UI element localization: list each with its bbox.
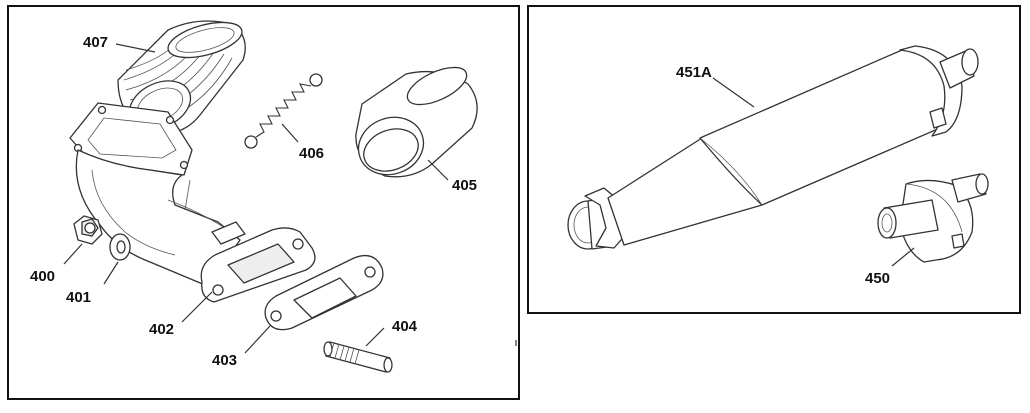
leader-406 (281, 123, 299, 143)
part-406-spring (244, 73, 323, 149)
part-407-flex-hose (117, 20, 246, 134)
part-403-gasket (264, 254, 384, 331)
label-400: 400 (30, 268, 55, 285)
leader-407 (115, 43, 156, 53)
part-450-end-cap (877, 173, 989, 263)
left-panel: 407 402 (7, 5, 520, 400)
label-403: 403 (212, 352, 237, 369)
leader-402 (181, 291, 213, 323)
part-404-stud (323, 341, 393, 373)
part-405-screen-cylinder (355, 66, 478, 178)
part-401-washer (109, 233, 131, 261)
label-406: 406 (299, 145, 324, 162)
label-407: 407 (83, 34, 108, 51)
leader-451a (712, 77, 755, 108)
label-450: 450 (865, 270, 890, 287)
label-404: 404 (392, 318, 418, 335)
label-405: 405 (452, 177, 477, 194)
label-451a: 451A (676, 64, 712, 81)
label-402: 402 (149, 321, 174, 338)
part-402-manifold (69, 102, 316, 303)
leader-404 (365, 327, 385, 347)
leader-450 (891, 247, 915, 267)
leader-400 (63, 243, 83, 265)
leader-401 (103, 261, 119, 285)
part-400-hex-nut (73, 215, 103, 245)
label-401: 401 (66, 289, 91, 306)
leader-403 (244, 325, 271, 354)
right-panel: 451A 450 (527, 5, 1021, 314)
part-451a-muffler (567, 45, 979, 250)
leader-405 (427, 159, 449, 181)
